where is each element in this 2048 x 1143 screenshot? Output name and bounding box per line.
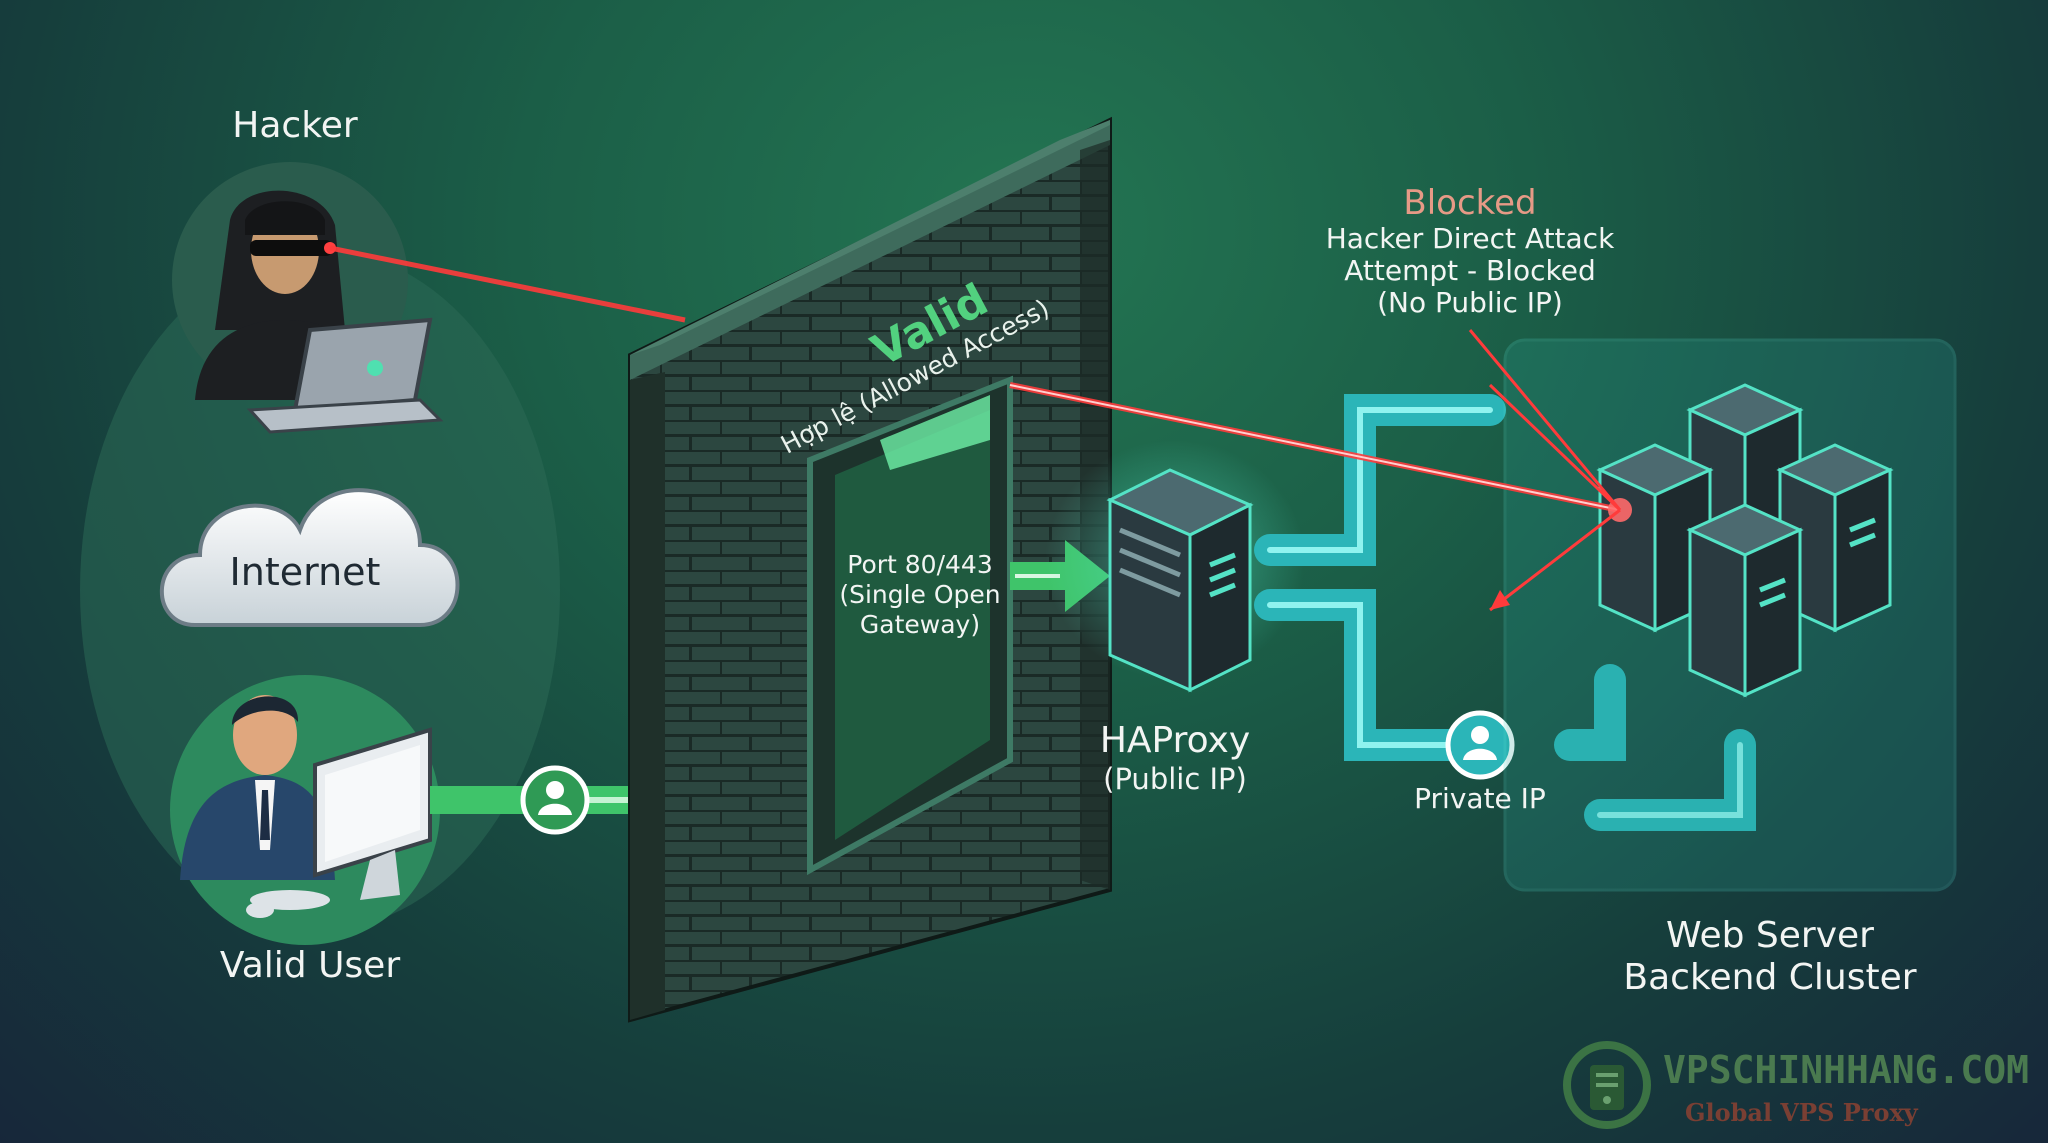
internet-cloud	[159, 488, 460, 627]
webserver-cluster-label: Web Server Backend Cluster	[1570, 915, 1970, 999]
port-label: Port 80/443 (Single Open Gateway)	[815, 550, 1025, 640]
valid-user-figure	[180, 695, 335, 880]
valid-user-label: Valid User	[219, 945, 401, 986]
hacker-label: Hacker	[232, 105, 358, 146]
haproxy-title: HAProxy	[1099, 720, 1251, 761]
hacker-figure	[195, 190, 380, 400]
internet-label: Internet	[229, 550, 381, 594]
brand-tagline: Global VPS Proxy	[1685, 1098, 1918, 1127]
private-ip-icon	[1445, 710, 1515, 780]
port-label-line1: Port 80/443	[847, 550, 993, 579]
haproxy-public-ip: (Public IP)	[1103, 762, 1247, 796]
blocked-description: Hacker Direct Attack Attempt - Blocked (…	[1270, 223, 1670, 319]
blocked-title: Blocked	[1403, 183, 1537, 223]
haproxy-server-icon	[1045, 440, 1305, 693]
blocked-line2: Attempt - Blocked	[1344, 254, 1596, 287]
blocked-line3: (No Public IP)	[1377, 286, 1563, 319]
user-token-icon	[520, 765, 590, 835]
private-ip-label: Private IP	[1414, 782, 1546, 815]
backend-servers	[1596, 383, 1894, 698]
brand-watermark: VPSCHINHHANG.COM Global VPS Proxy	[1560, 1040, 2029, 1130]
valid-user-computer	[246, 727, 432, 918]
brand-logo-icon	[1563, 1041, 1651, 1129]
private-network-pipes	[1254, 394, 1756, 831]
webserver-line1: Web Server	[1666, 915, 1874, 956]
port-label-line3: Gateway)	[859, 610, 981, 639]
hacker-laptop	[246, 317, 444, 434]
blocked-line1: Hacker Direct Attack	[1325, 222, 1615, 255]
webserver-line2: Backend Cluster	[1623, 957, 1917, 998]
attack-laser	[329, 245, 1632, 612]
haproxy-label: HAProxy (Public IP)	[1060, 722, 1290, 798]
port-label-line2: (Single Open	[839, 580, 1001, 609]
brand-name: VPSCHINHHANG.COM	[1663, 1048, 2030, 1092]
open-gateway-door	[807, 375, 1013, 876]
